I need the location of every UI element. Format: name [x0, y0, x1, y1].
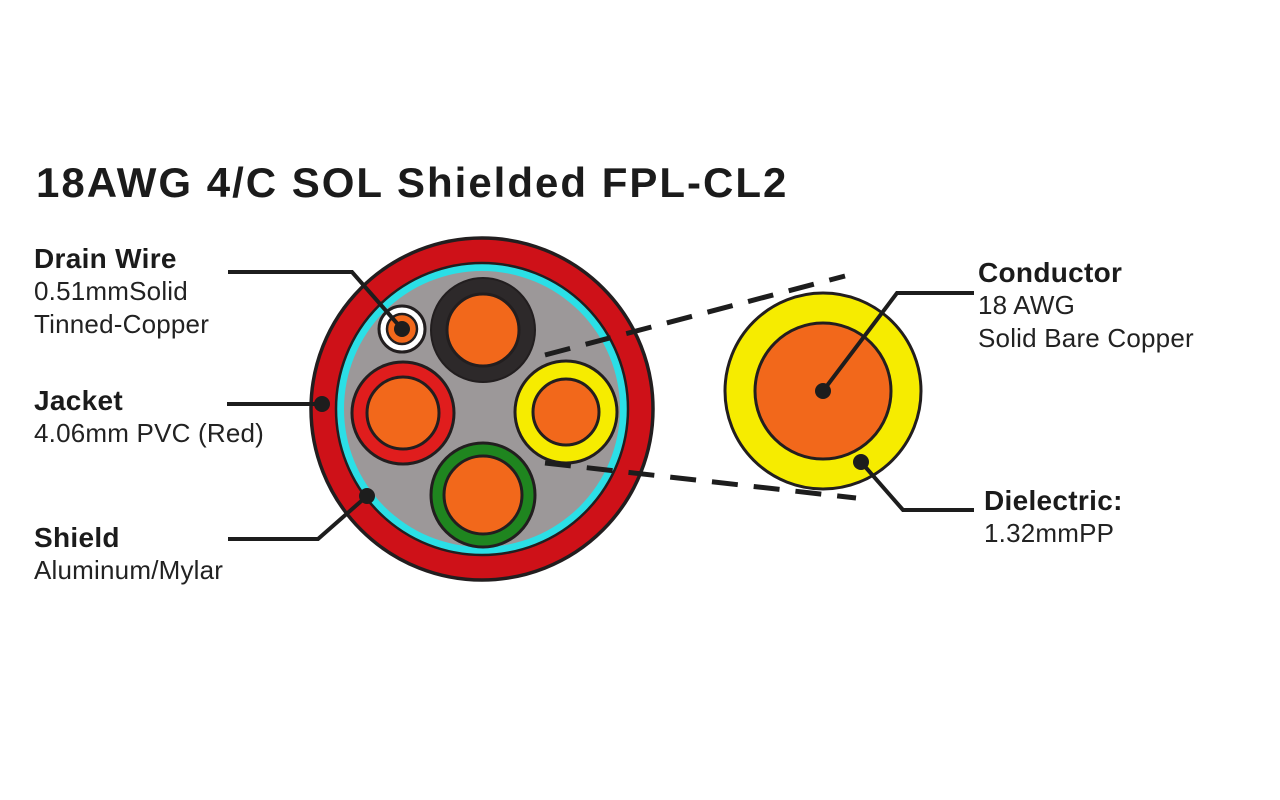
conductor-label-title: Conductor [978, 257, 1123, 288]
dielectric-label-title: Dielectric: [984, 485, 1123, 516]
jacket-label-title: Jacket [34, 385, 123, 416]
drain-wire-label-title: Drain Wire [34, 243, 177, 274]
label-conductor: Conductor 18 AWG Solid Bare Copper [978, 256, 1194, 355]
conductor-black-core [445, 292, 521, 368]
shield-label-title: Shield [34, 522, 120, 553]
label-dielectric: Dielectric: 1.32mmPP [984, 484, 1123, 550]
conductor-label-gauge: 18 AWG [978, 290, 1076, 320]
conductor-label-material: Solid Bare Copper [978, 323, 1194, 353]
shield-pointer-line [228, 494, 369, 541]
dielectric-pointer-line [859, 460, 974, 512]
conductor-pointer-line [821, 291, 974, 393]
shield-label-material: Aluminum/Mylar [34, 555, 224, 585]
conductor-green-core [442, 454, 524, 536]
jacket-pointer-dot [314, 396, 330, 412]
conductor-pointer-dot [815, 383, 831, 399]
magnify-guide-top-dashed-line [544, 273, 846, 358]
dielectric-label-spec: 1.32mmPP [984, 518, 1115, 548]
drain-wire-label-size: 0.51mmSolid [34, 276, 188, 306]
label-shield: Shield Aluminum/Mylar [34, 521, 223, 587]
jacket-label-spec: 4.06mm PVC (Red) [34, 418, 265, 448]
drain-wire-pointer-line [228, 270, 404, 331]
magnify-guide-bottom-dashed-line [544, 460, 857, 501]
conductor-yellow-core [531, 377, 601, 447]
cable-cross-section [309, 236, 655, 582]
drain-wire-label-material: Tinned-Copper [34, 309, 210, 339]
page-title: 18AWG 4/C SOL Shielded FPL-CL2 [36, 159, 789, 206]
conductor-red-core [365, 375, 441, 451]
shield-pointer-dot [359, 488, 375, 504]
label-drain-wire: Drain Wire 0.51mmSolid Tinned-Copper [34, 242, 209, 341]
label-jacket: Jacket 4.06mm PVC (Red) [34, 384, 264, 450]
drain-wire-pointer-dot [394, 321, 410, 337]
dielectric-pointer-dot [853, 454, 869, 470]
